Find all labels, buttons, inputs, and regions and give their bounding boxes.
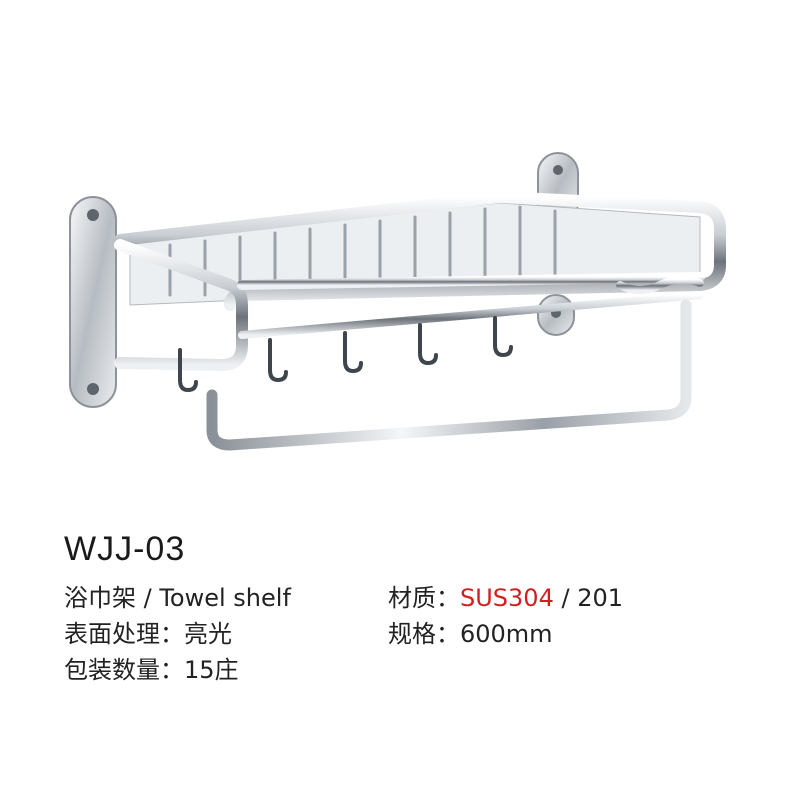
product-model: WJJ-03 <box>64 530 186 568</box>
size-spec: 规格：600mm <box>388 620 553 648</box>
material-spec: 材质：SUS304 / 201 <box>388 584 623 612</box>
product-photo <box>69 152 726 451</box>
left-wall-mount <box>69 196 117 408</box>
surface-finish-spec: 表面处理：亮光 <box>64 620 232 648</box>
towel-bar <box>206 275 704 451</box>
package-quantity-spec: 包装数量：15庄 <box>64 656 239 684</box>
product-name-spec: 浴巾架 / Towel shelf <box>64 584 291 612</box>
hooks <box>178 316 513 393</box>
material-label: 材质： <box>388 584 460 612</box>
wire-grille <box>168 205 557 297</box>
hook-rail <box>238 291 704 339</box>
shelf-frame <box>114 191 726 371</box>
material-primary: SUS304 <box>460 584 554 612</box>
material-secondary: / 201 <box>553 584 623 612</box>
